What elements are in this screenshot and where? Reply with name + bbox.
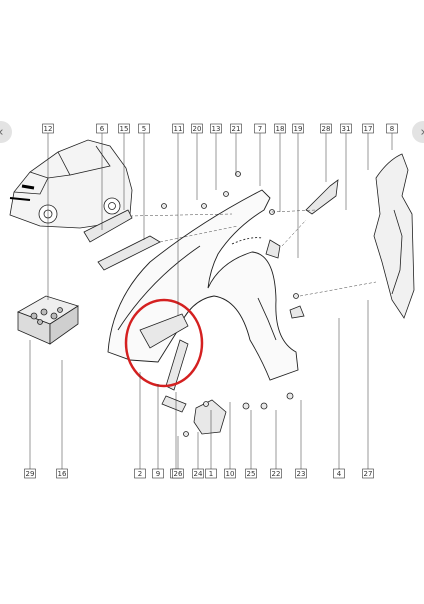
top-callout-box-1 [96, 123, 108, 134]
top-callout-box-0 [42, 123, 54, 134]
top-callout-box-3 [138, 123, 150, 134]
bottom-callout-label-1: 16 [58, 470, 67, 478]
previous-image-button[interactable]: ‹ [0, 121, 12, 143]
top-callout-box-11 [320, 123, 332, 134]
top-callout-label-9: 18 [276, 125, 285, 133]
bottom-callout-label-8: 10 [226, 470, 235, 478]
bottom-callout-row: 291629142624110252223427 [24, 468, 374, 479]
top-callout-row: 12 6 15 5 11 20 13 21 7 18 19 28 31 17 8 [42, 123, 398, 134]
top-callout-label-11: 28 [322, 125, 331, 133]
top-callout-label-2: 15 [120, 125, 129, 133]
bottom-callout-box-9 [245, 468, 257, 479]
top-callout-box-12 [340, 123, 352, 134]
bottom-callout-box-3 [152, 468, 164, 479]
bottom-callout-label-10: 22 [272, 470, 281, 478]
bottom-callout-box-6 [192, 468, 204, 479]
fender-panel [107, 189, 299, 381]
top-callout-label-6: 13 [212, 125, 221, 133]
bottom-callout-label-3: 9 [156, 470, 160, 478]
chevron-left-icon: ‹ [0, 125, 4, 140]
bottom-callout-box-1 [56, 468, 68, 479]
bottom-callout-box-10 [270, 468, 282, 479]
bottom-callout-label-5: 26 [174, 470, 183, 478]
bottom-callout-label-13: 27 [364, 470, 373, 478]
top-callout-label-1: 6 [100, 125, 105, 133]
top-callout-label-12: 31 [342, 125, 351, 133]
top-callout-box-14 [386, 123, 398, 134]
assembly-lines [129, 209, 377, 297]
bottom-callout-box-11 [295, 468, 307, 479]
top-callout-label-0: 12 [44, 125, 53, 133]
bottom-callout-label-7: 1 [209, 470, 213, 478]
highlight-circle [124, 298, 204, 388]
top-callout-label-5: 20 [193, 125, 202, 133]
bottom-callout-box-5 [172, 468, 184, 479]
bottom-callout-label-0: 29 [26, 470, 35, 478]
small-parts [83, 171, 339, 437]
next-image-button[interactable]: › [412, 121, 424, 143]
bottom-callout-box-12 [333, 468, 345, 479]
top-callout-box-6 [210, 123, 222, 134]
top-callout-label-4: 11 [174, 125, 183, 133]
bottom-callout-label-11: 23 [297, 470, 306, 478]
bottom-callout-box-0 [24, 468, 36, 479]
top-callout-label-14: 8 [390, 125, 394, 133]
bottom-callout-label-12: 4 [337, 470, 342, 478]
bottom-callout-box-7 [205, 468, 217, 479]
bottom-callout-box-2 [134, 468, 146, 479]
top-callout-label-10: 19 [294, 125, 303, 133]
bottom-callout-label-6: 24 [194, 470, 203, 478]
bottom-callout-label-2: 2 [138, 470, 142, 478]
bottom-callout-box-8 [224, 468, 236, 479]
top-callout-box-7 [230, 123, 242, 134]
splash-shield [373, 153, 415, 319]
top-callout-box-5 [191, 123, 203, 134]
top-callout-label-13: 17 [364, 125, 373, 133]
top-callout-box-13 [362, 123, 374, 134]
top-callout-box-8 [254, 123, 266, 134]
top-callout-box-10 [292, 123, 304, 134]
top-callout-box-2 [118, 123, 130, 134]
top-callout-label-8: 7 [258, 125, 262, 133]
top-callout-label-7: 21 [232, 125, 241, 133]
parts-box-29 [17, 295, 79, 345]
car-thumbnail [9, 139, 133, 229]
top-callout-label-3: 5 [142, 125, 146, 133]
top-callout-box-9 [274, 123, 286, 134]
chevron-right-icon: › [420, 125, 424, 140]
bottom-callout-box-13 [362, 468, 374, 479]
bottom-callout-label-9: 25 [247, 470, 256, 478]
top-callout-box-4 [172, 123, 184, 134]
